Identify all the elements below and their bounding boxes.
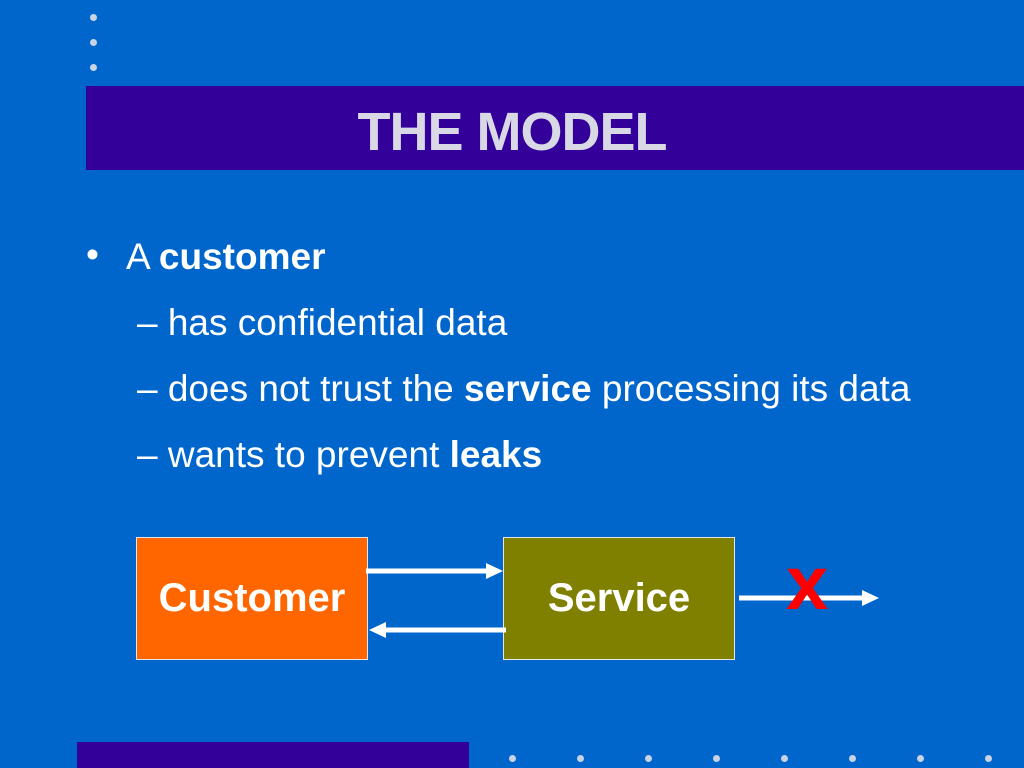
sub-bold-leaks: leaks	[449, 434, 543, 475]
arrow-customer-to-service	[366, 563, 503, 579]
decor-dot	[781, 755, 788, 762]
sub-dash: –	[137, 368, 168, 409]
bullet-bold-customer: customer	[158, 236, 326, 277]
sub-text-pre: does not trust the	[167, 368, 465, 409]
service-label: Service	[547, 576, 691, 620]
decor-dot	[645, 755, 652, 762]
sub-item-trust: – does not trust the service processing …	[137, 370, 910, 407]
decor-dot	[849, 755, 856, 762]
decor-dot	[509, 755, 516, 762]
slide-title: THE MODEL	[357, 102, 668, 162]
sub-item-confidential: – has confidential data	[137, 304, 507, 341]
decor-dot	[90, 39, 97, 46]
sub-dash: –	[137, 434, 168, 475]
customer-box: Customer	[136, 537, 368, 660]
bullet-prefix: A	[126, 236, 159, 277]
customer-label: Customer	[158, 576, 346, 620]
sub-text: has confidential data	[167, 302, 508, 343]
sub-text-pre: wants to prevent	[167, 434, 450, 475]
decor-dot	[917, 755, 924, 762]
decor-dot	[90, 14, 97, 21]
sub-item-leaks: – wants to prevent leaks	[137, 436, 542, 473]
bullet-glyph: •	[86, 234, 99, 275]
arrow-service-to-outside	[739, 590, 879, 606]
decor-dot	[577, 755, 584, 762]
decor-dot	[713, 755, 720, 762]
bottom-band	[77, 742, 469, 768]
sub-bold-service: service	[464, 368, 592, 409]
service-box: Service	[503, 537, 735, 660]
sub-text-post: processing its data	[591, 368, 911, 409]
decor-dot	[985, 755, 992, 762]
decor-dot	[90, 64, 97, 71]
title-band	[86, 86, 1024, 170]
sub-dash: –	[137, 302, 168, 343]
arrow-service-to-customer	[369, 622, 506, 638]
blocked-x-icon: x	[786, 541, 829, 626]
